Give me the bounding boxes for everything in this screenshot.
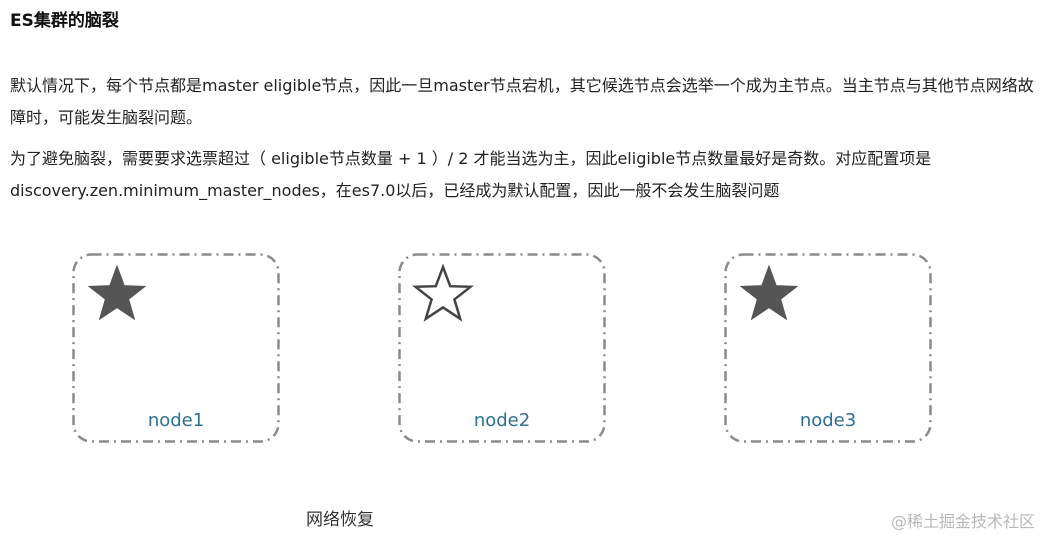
filled-star-icon: [87, 264, 147, 321]
node-box-3: node3: [724, 253, 932, 443]
node-label: node1: [147, 410, 205, 431]
section-title: ES集群的脑裂: [10, 11, 119, 31]
dashed-frame: [72, 253, 280, 443]
node-box-2: node2: [398, 253, 606, 443]
node-label: node3: [799, 410, 857, 431]
watermark: @稀土掘金技术社区: [890, 512, 1035, 531]
node-box-1: node1: [72, 253, 280, 443]
node-label: node2: [473, 410, 531, 431]
outline-star-icon: [412, 264, 474, 322]
paragraph-default-behavior: 默认情况下，每个节点都是master eligible节点，因此一旦master…: [10, 76, 1034, 127]
diagram-caption: 网络恢复: [306, 510, 374, 530]
dashed-frame: [398, 253, 606, 443]
filled-star-icon: [739, 264, 799, 321]
dashed-frame: [724, 253, 932, 443]
paragraph-avoid-split-brain: 为了避免脑裂，需要要求选票超过（ eligible节点数量 + 1 ）/ 2 才…: [10, 149, 932, 200]
